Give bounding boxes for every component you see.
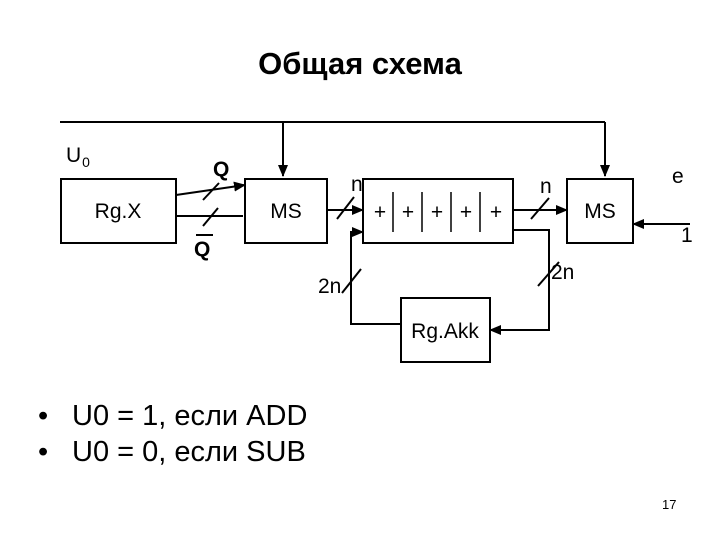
bullet-item: • U0 = 0, если SUB — [38, 434, 307, 470]
adder-cell-label: + — [374, 201, 386, 224]
ms-left-label: MS — [270, 200, 302, 223]
page-number: 17 — [662, 497, 677, 512]
adder-cell-label: + — [431, 201, 443, 224]
bullet-marker: • — [38, 400, 49, 432]
q-line — [175, 181, 246, 196]
rgx-label: Rg.X — [95, 200, 142, 223]
n-right-label: n — [540, 175, 552, 198]
slide-title: Общая схема — [258, 46, 462, 81]
adder-cell-label: + — [460, 201, 472, 224]
bullet-item: • U0 = 1, если ADD — [38, 398, 307, 434]
rgx-block — [60, 178, 177, 244]
rgakk-to-adder-line — [350, 227, 401, 325]
two-n-right-bus-slash — [537, 261, 560, 287]
adder-to-rgakk-line — [489, 229, 550, 335]
adder-cell-label: + — [490, 201, 502, 224]
ms-right-label: MS — [584, 200, 616, 223]
bullet-text: U0 = 0, если SUB — [72, 436, 306, 468]
two-n-left-label: 2n — [318, 275, 341, 298]
n-left-bus-slash — [336, 196, 355, 220]
one-label: 1 — [681, 224, 693, 247]
bullet-text: U0 = 1, если ADD — [72, 400, 308, 432]
e-label: e — [672, 165, 684, 188]
bullet-list: • U0 = 1, если ADD • U0 = 0, если SUB — [38, 398, 307, 470]
q-bus-slash — [202, 182, 220, 201]
u0-label: U0 — [66, 144, 90, 170]
bullet-marker: • — [38, 436, 49, 468]
n-left-label: n — [351, 173, 363, 196]
two-n-left-bus-slash — [341, 268, 362, 294]
q-bar-label: Q — [194, 238, 210, 261]
adder-cell-label: + — [402, 201, 414, 224]
q-bar-bus-slash — [202, 207, 219, 227]
rgakk-label: Rg.Akk — [411, 320, 479, 343]
two-n-right-label: 2n — [551, 261, 574, 284]
q-label: Q — [213, 158, 229, 181]
n-right-bus-slash — [530, 197, 550, 220]
